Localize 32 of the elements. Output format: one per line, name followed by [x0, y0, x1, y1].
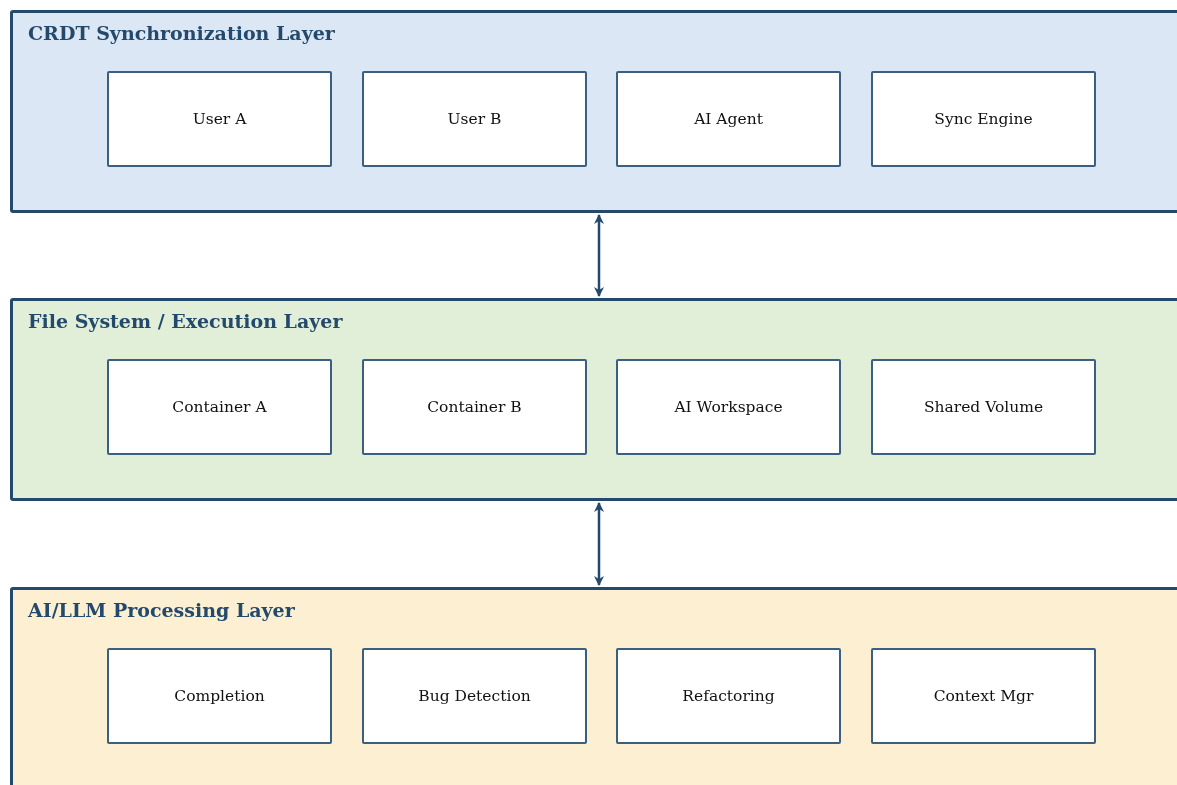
layer-title: CRDT Synchronization Layer — [28, 22, 335, 44]
component-label: AI Agent — [694, 110, 763, 128]
component-box — [362, 359, 587, 455]
component-box — [107, 359, 332, 455]
layer-panel — [10, 298, 1177, 501]
double-arrow — [594, 214, 604, 297]
component-box — [107, 71, 332, 167]
component-label: Refactoring — [682, 687, 775, 705]
component-box — [616, 71, 841, 167]
layer-panel — [10, 10, 1177, 213]
component-box — [871, 71, 1096, 167]
component-label: User B — [447, 110, 502, 128]
component-label: Sync Engine — [934, 110, 1033, 128]
component-label: AI Workspace — [674, 398, 783, 416]
component-label: Context Mgr — [933, 687, 1034, 705]
component-label: Shared Volume — [923, 398, 1044, 416]
component-box — [616, 359, 841, 455]
component-label: Container B — [427, 398, 522, 416]
component-box — [871, 359, 1096, 455]
component-label: Bug Detection — [418, 687, 531, 705]
layer-panel — [10, 587, 1177, 785]
component-box — [362, 71, 587, 167]
component-label: User A — [192, 110, 247, 128]
component-box — [616, 648, 841, 744]
double-arrow — [594, 502, 604, 586]
component-box — [871, 648, 1096, 744]
component-label: Completion — [174, 687, 265, 705]
layer-title: File System / Execution Layer — [28, 310, 343, 332]
component-label: Container A — [172, 398, 267, 416]
layer-title: AI/LLM Processing Layer — [28, 599, 295, 621]
component-box — [362, 648, 587, 744]
component-box — [107, 648, 332, 744]
